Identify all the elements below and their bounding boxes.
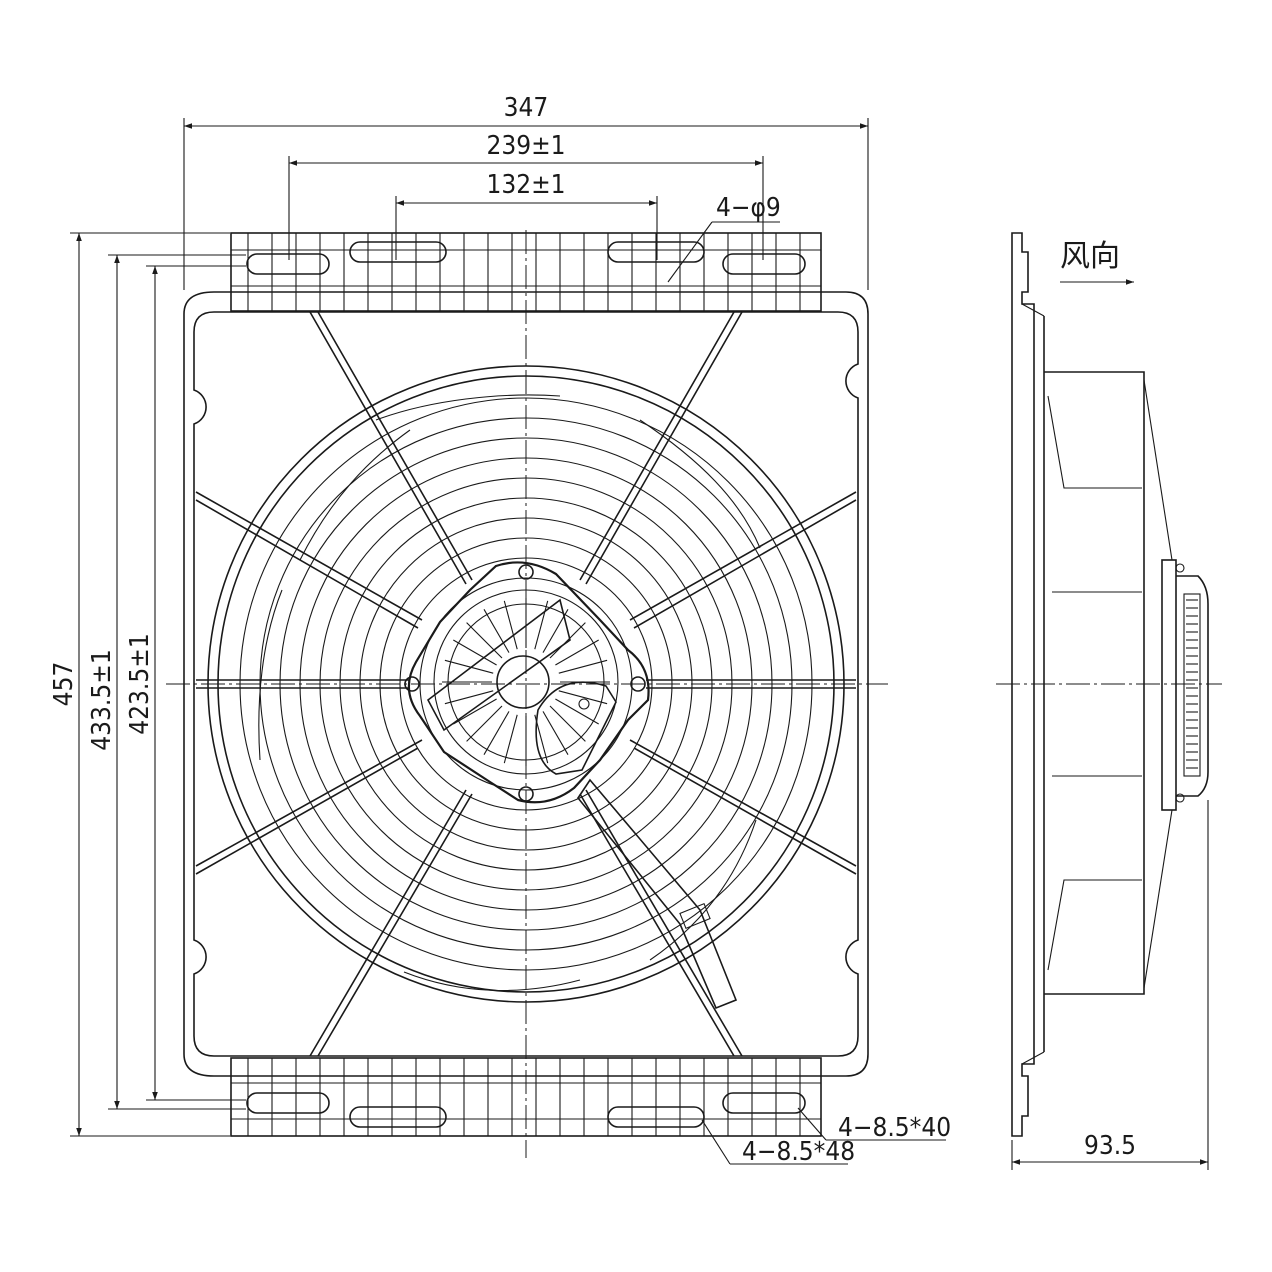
slot-callout-a: 4−8.5*40 — [838, 1113, 951, 1143]
hole-callout: 4−φ9 — [716, 193, 781, 223]
depth-dim: 93.5 — [1084, 1131, 1136, 1161]
airflow-direction-label: 风向 — [1060, 239, 1120, 274]
front-dimensions: 347 239±1 132±1 4−φ9 457 433.5±1 423.5±1 — [49, 93, 951, 1167]
grille-struts — [195, 311, 857, 1057]
front-view — [166, 230, 888, 1158]
mount-spacing-outer-dim: 239±1 — [486, 131, 565, 161]
mount-spacing-inner-dim: 132±1 — [486, 170, 565, 200]
shroud-frame — [183, 291, 869, 1077]
overall-height-dim: 457 — [49, 662, 79, 707]
side-view: 风向 93.5 — [996, 232, 1222, 1170]
slot-spacing-outer-dim: 433.5±1 — [87, 649, 117, 750]
fan-blades — [258, 394, 761, 992]
top-mounting-flange — [230, 232, 822, 312]
overall-width-dim: 347 — [504, 93, 549, 123]
motor-assembly — [404, 561, 738, 1010]
slot-spacing-inner-dim: 423.5±1 — [125, 633, 155, 734]
slot-callout-b: 4−8.5*48 — [742, 1137, 855, 1167]
